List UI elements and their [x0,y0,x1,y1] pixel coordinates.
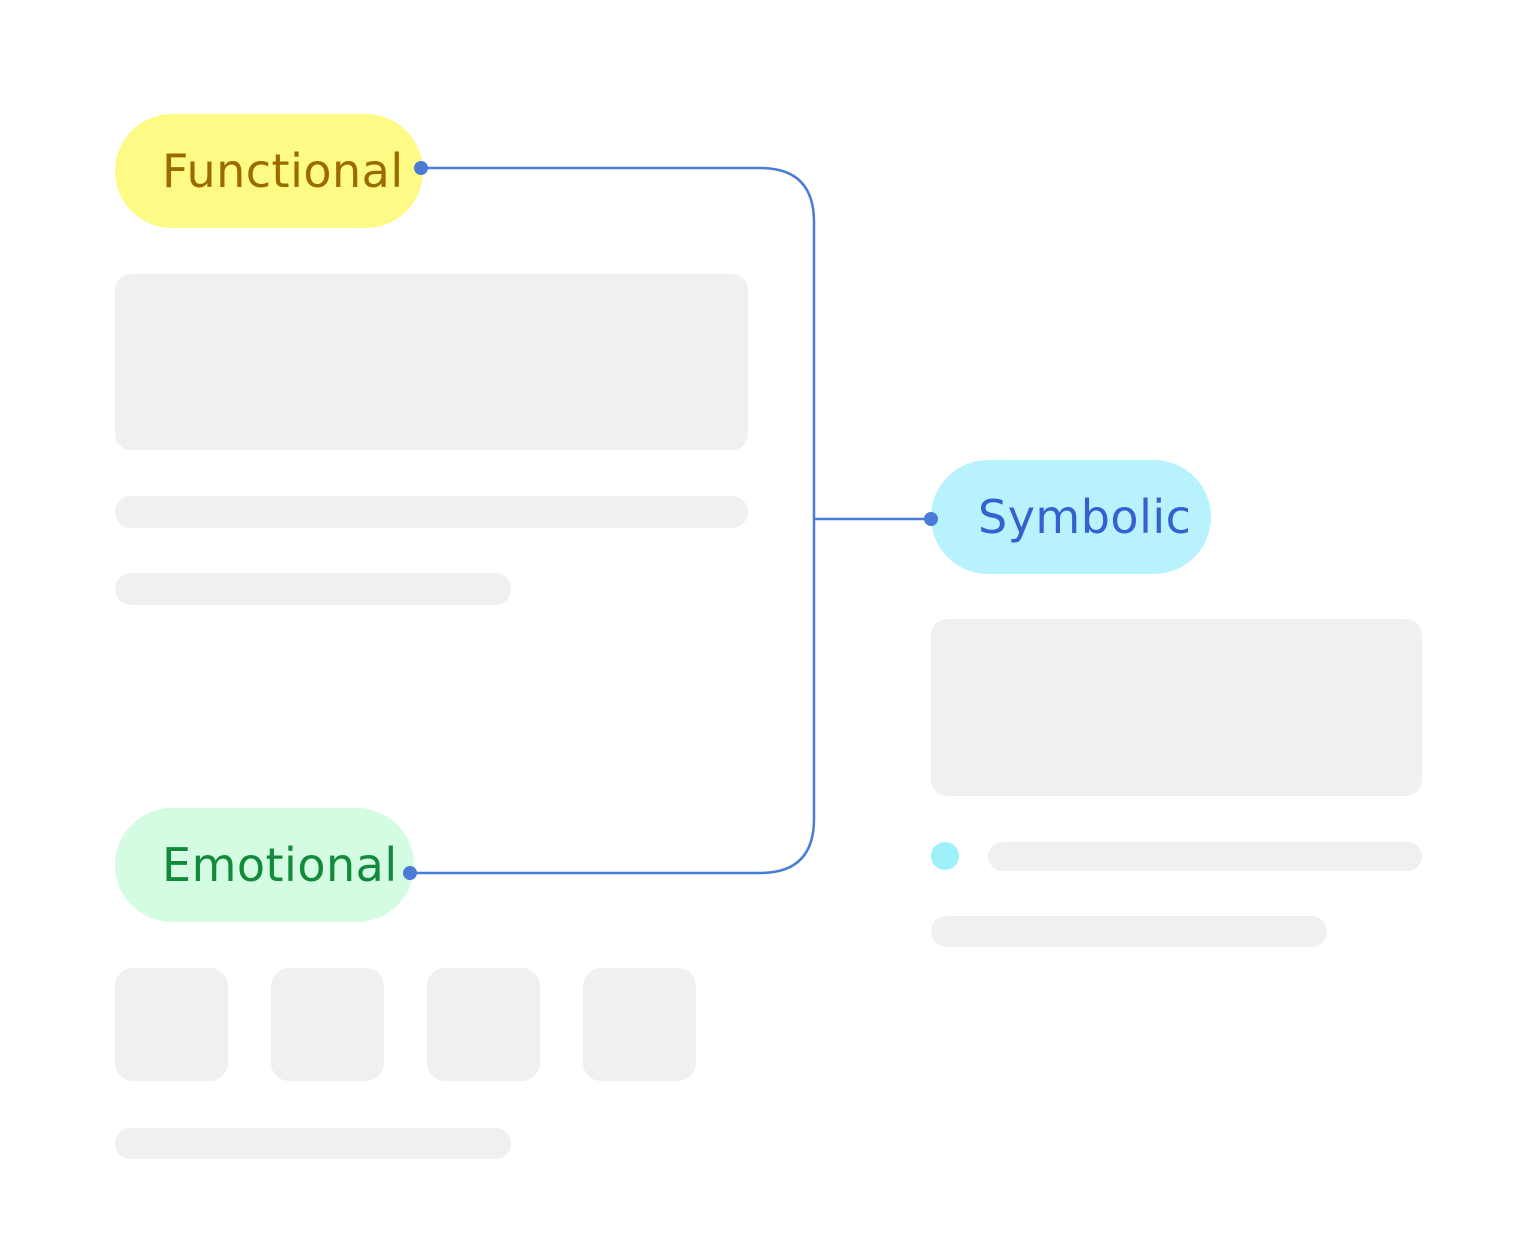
emotional-placeholder-tile [583,968,696,1081]
emotional-placeholder-tile [271,968,384,1081]
functional-placeholder-line [115,496,748,528]
symbolic-placeholder-line [988,842,1422,871]
functional-placeholder-line [115,573,511,605]
bullet-dot-icon [931,842,959,870]
node-functional-label: Functional [162,144,404,198]
node-symbolic-label: Symbolic [978,490,1192,544]
node-emotional: Emotional [115,808,414,922]
symbolic-placeholder-block [931,619,1422,796]
emotional-placeholder-line [115,1128,511,1159]
node-emotional-label: Emotional [162,838,398,892]
symbolic-placeholder-line [931,916,1327,947]
functional-placeholder-block [115,274,748,450]
emotional-placeholder-tile [115,968,228,1081]
node-functional: Functional [115,114,423,228]
emotional-placeholder-tile [427,968,540,1081]
node-symbolic: Symbolic [931,460,1211,574]
